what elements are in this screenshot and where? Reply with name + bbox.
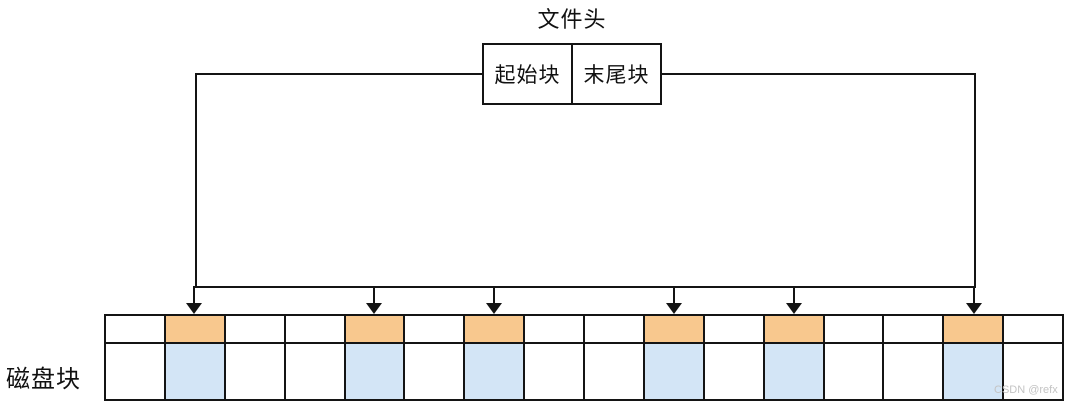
disk-block-cell (1002, 314, 1064, 344)
disk-blocks-label: 磁盘块 (6, 366, 81, 393)
connector-right-horizontal (662, 73, 975, 75)
disk-block-cell (882, 342, 945, 401)
file-header-title: 文件头 (537, 7, 607, 32)
disk-block-cell (343, 342, 406, 401)
arrow-down-icon (666, 303, 682, 314)
disk-block-cell (403, 342, 466, 401)
disk-block-cell (583, 314, 645, 344)
disk-block-cell (762, 314, 825, 344)
disk-block-cell (642, 314, 705, 344)
arrow-down-icon (486, 303, 502, 314)
disk-block-cell (523, 342, 585, 401)
disk-block-cell (283, 314, 346, 344)
disk-block-cell (942, 342, 1005, 401)
disk-block-cell (223, 314, 286, 344)
connector-bus-line (195, 286, 976, 288)
connector-right-vertical (974, 73, 976, 288)
disk-block-cell (463, 342, 526, 401)
start-block-cell: 起始块 (484, 45, 573, 103)
disk-block-cell (642, 342, 705, 401)
arrow-stem (493, 286, 495, 304)
disk-block-cell (163, 314, 226, 344)
disk-block-cell (343, 314, 406, 344)
arrow-stem (193, 286, 195, 304)
watermark: CSDN @refx (994, 384, 1058, 396)
disk-block-cell (523, 314, 585, 344)
disk-block-cell (702, 314, 765, 344)
disk-block-cell (223, 342, 286, 401)
arrow-stem (973, 286, 975, 304)
disk-block-cell (822, 342, 885, 401)
connector-left-vertical (195, 73, 197, 288)
file-header-box: 起始块 末尾块 (482, 43, 662, 105)
disk-block-cell (463, 314, 526, 344)
arrow-down-icon (786, 303, 802, 314)
disk-block-cell (822, 314, 885, 344)
disk-block-cell (163, 342, 226, 401)
disk-block-cell (942, 314, 1005, 344)
disk-block-row-bottom (104, 342, 1064, 401)
disk-block-row-top (104, 314, 1064, 344)
arrow-stem (673, 286, 675, 304)
end-block-cell: 末尾块 (583, 64, 650, 87)
disk-block-cell (104, 342, 166, 401)
arrow-down-icon (366, 303, 382, 314)
disk-block-cell (283, 342, 346, 401)
arrow-stem (373, 286, 375, 304)
disk-block-cell (403, 314, 466, 344)
arrow-stem (793, 286, 795, 304)
disk-block-cell (702, 342, 765, 401)
disk-block-cell (762, 342, 825, 401)
disk-block-cell (882, 314, 945, 344)
arrow-down-icon (966, 303, 982, 314)
disk-block-cell (583, 342, 645, 401)
arrow-down-icon (186, 303, 202, 314)
disk-blocks-grid (104, 314, 1064, 401)
disk-block-cell (104, 314, 166, 344)
connector-left-horizontal (196, 73, 482, 75)
disk-block-cell (1002, 342, 1064, 401)
